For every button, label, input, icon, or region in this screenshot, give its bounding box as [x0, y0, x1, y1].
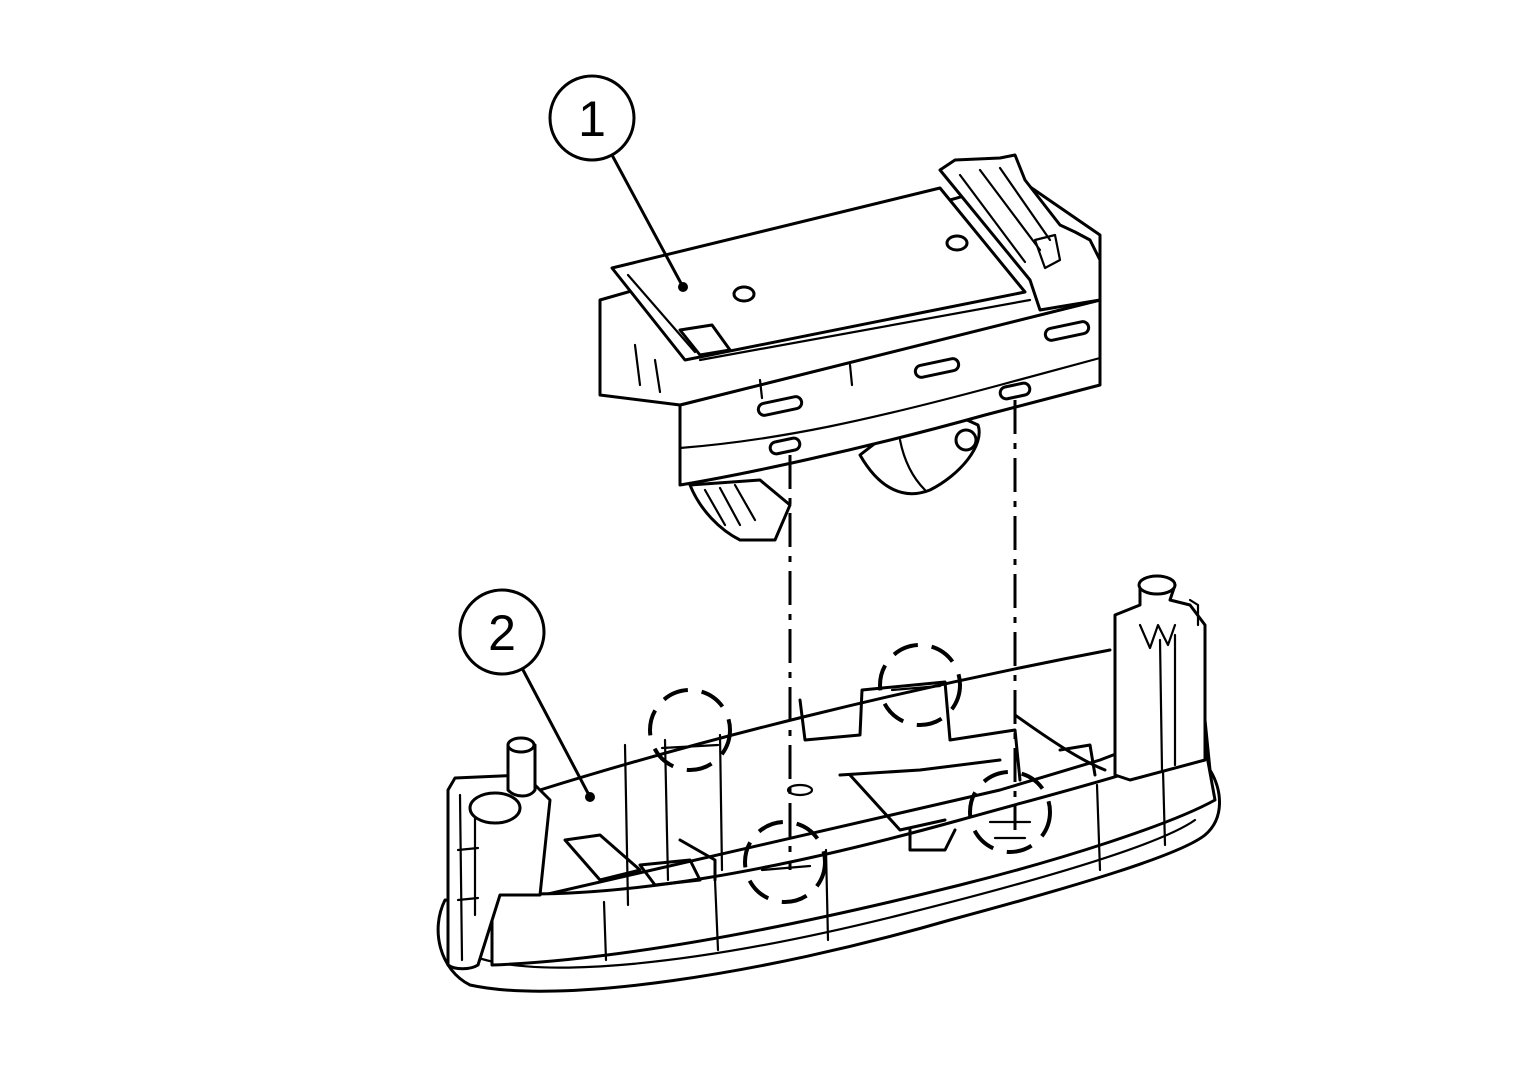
callout-2-leader — [520, 666, 592, 799]
callout-2-dot — [585, 792, 595, 802]
callout-2: 2 — [458, 588, 595, 802]
callout-1-label: 1 — [578, 91, 606, 147]
callout-1-circle — [548, 74, 636, 162]
callout-2-circle — [458, 588, 546, 676]
alignment-lines — [788, 400, 1017, 870]
callout-1-leader — [610, 153, 685, 289]
housing-bezel — [436, 574, 1221, 993]
callout-2-label: 2 — [488, 605, 516, 661]
switch-module — [598, 153, 1102, 542]
callout-1: 1 — [548, 74, 685, 289]
